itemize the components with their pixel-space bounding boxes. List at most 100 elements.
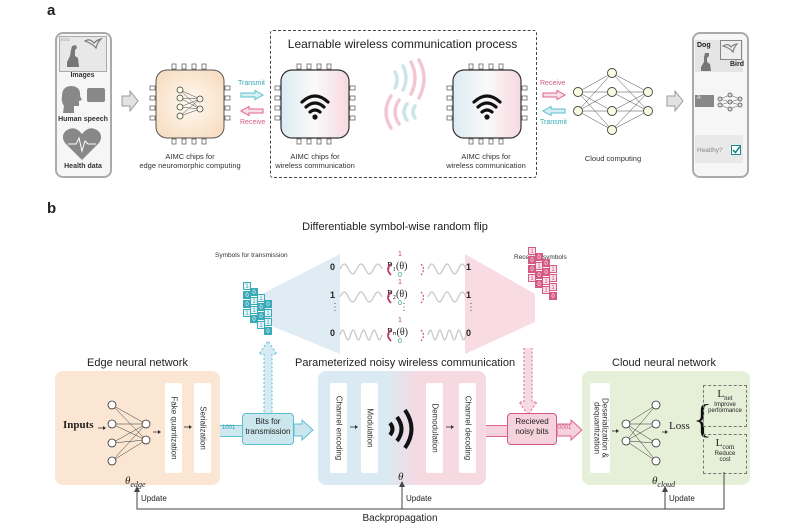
symbol-cell: 0 [535,253,543,261]
l-net-desc2: performance [708,408,742,415]
carrier-wave [339,329,467,342]
flip-input-bit: 0 [330,262,336,272]
wireless-aimc-chip-1-icon [274,63,356,145]
symbol-cell: 1 [264,318,272,326]
edge-neural-network-icon [98,400,161,466]
symbol-cell: 0 [549,292,557,300]
bits-rx-line1: Recieved [515,417,549,426]
tx-funnel-shape [262,254,340,354]
serialization-block: Serialization [194,383,211,473]
edge-nn-box [55,371,220,485]
flip-probability: Pₙ(θ) [387,327,408,338]
ecg-tag: ECG [61,37,70,42]
deserialization-block: Deserialization &dequantization [590,383,610,473]
transmit-arrow-icon [240,89,265,101]
l-com-letter: L [715,437,723,449]
theta-cloud: θcloud [652,475,675,489]
edge-chip-caption-line1: AIMC chips for [165,152,215,161]
arrow-small-icon [184,425,192,429]
theta-cloud-symbol: θ [652,475,658,487]
bits-for-transmission-box: Bits for transmission [242,413,294,445]
bird-icon [83,37,103,50]
flip-title: Differentiable symbol-wise random flip [302,221,488,233]
edge-chip-caption: AIMC chips for edge neuromorphic computi… [128,152,252,170]
theta-edge: θedge [125,475,146,489]
dog-icon [67,45,79,67]
wireless-chip-1-caption-line2: wireless communication [275,161,355,170]
cloud-nn-title: Cloud neural network [612,357,716,369]
transmit-left-label: Transmit [238,80,265,87]
bird-label: Bird [730,61,744,68]
wireless-chip-2-caption: AIMC chips for wireless communication [433,152,539,170]
cloud-nn-box [582,371,750,485]
panel-a-label: a [47,2,56,19]
human-speech-label: Human speech [58,116,108,123]
theta-edge-sub: edge [130,480,146,490]
carrier-wave [339,291,467,304]
dog-output-icon [701,53,711,71]
cloud-update-label: Update [669,494,695,503]
edge-chip-caption-line2: edge neuromorphic computing [139,161,241,170]
edge-update-label: Update [141,494,167,503]
speech-bubble-icon [87,88,105,102]
l-com-symbol: Lcom [704,437,746,451]
flip-top-bit: 1 [398,317,402,324]
symbol-cell: 1 [528,247,536,255]
carrier-wave [339,263,467,276]
symbol-cell: 1 [264,309,272,317]
broadcast-signal-icon [388,408,414,450]
bird-output-icon [721,43,739,54]
theta-cloud-sub: cloud [657,480,676,490]
loss-label: Loss [669,420,690,432]
ellipsis-mid: ⋮ [399,302,409,313]
flow-arrow-2-icon [666,89,684,113]
fake-quantization-block: Fake quantization [165,383,182,473]
ellipsis-in: ⋮ [330,302,340,313]
symbol-cell: 0 [542,259,550,267]
flip-bottom-bit: 0 [398,300,402,307]
edge-aimc-chip-icon [149,63,231,145]
bits-rx-line2: noisy bits [515,427,549,436]
learnable-process-box [270,30,537,178]
symbol-cell: 0 [264,300,272,308]
symbol-cell: 0 [264,327,272,335]
cloud-nn-icon [612,400,668,466]
flip-output-bit: 0 [466,328,472,338]
edge-nn-title: Edge neural network [87,357,188,369]
flip-input-bit: 0 [330,328,336,338]
bits-tx-line1: Bits for [255,417,281,426]
symbol-cell: 0 [250,288,258,296]
wireless-chip-1-caption-line1: AIMC chips for [290,152,340,161]
l-net-symbol: Lnet [704,388,746,402]
flip-top-bit: 1 [398,251,402,258]
wireless-aimc-chip-2-icon [446,63,528,145]
wireless-chip-1-caption: AIMC chips for wireless communication [262,152,368,170]
flip-output-bit: 1 [466,262,472,272]
cloud-computing-caption: Cloud computing [584,154,642,163]
receive-left-label: Receive [240,119,266,126]
l-net-sub: net [724,394,733,403]
symbols-tx-label: Symbols for transmission [215,252,288,259]
checkbox-checked-icon [731,145,741,155]
tx-into-channel-arrow [293,418,314,442]
symbol-cell: 1 [257,294,265,302]
rx-downward-dashed-arrow [518,348,538,416]
receive-arrow-icon [239,105,264,117]
symbol-cell: 1 [549,283,557,291]
symbol-cell: 1 [243,282,251,290]
symbol-cell: 1 [549,274,557,282]
theta-channel: θ [398,471,404,483]
ellipsis-out: ⋮ [466,302,476,313]
arrow-small-icon [446,425,454,429]
rx-into-cloud-arrow [556,418,583,442]
health-data-label: Health data [64,163,102,170]
rx-stream-bar [486,425,508,437]
received-noisy-bits-box: Recieved noisy bits [507,413,557,445]
channel-encoding-block: Channel encoding [330,383,347,473]
rx-bits-value: 0001 [558,425,572,431]
healthy-label: Healthy? [697,147,723,154]
heart-icon [62,128,102,160]
tx-bit-stream-bar [220,425,242,437]
demodulation-block: Demodulation [426,383,443,473]
flip-probability: P₁(θ) [387,261,408,272]
